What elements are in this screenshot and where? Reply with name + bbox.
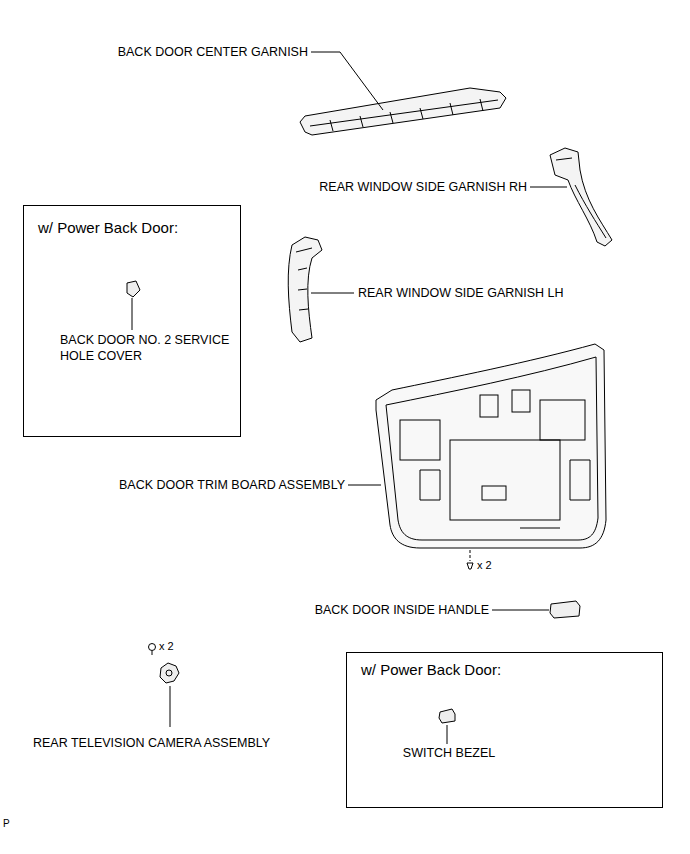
- trim-detail: [482, 486, 506, 500]
- part-name: REAR TELEVISION CAMERA ASSEMBLY: [33, 736, 270, 751]
- option-heading: w/ Power Back Door:: [361, 661, 501, 680]
- figure-code: P: [3, 818, 10, 830]
- leader-line: [470, 550, 471, 561]
- option-heading: w/ Power Back Door:: [38, 219, 178, 238]
- garnish-detail: [296, 248, 312, 310]
- switch-bezel: [439, 709, 455, 723]
- clip-symbol: [467, 563, 473, 569]
- camera-lens: [166, 670, 172, 676]
- part-name: BACK DOOR CENTER GARNISH: [118, 45, 308, 60]
- screw-symbol: [149, 644, 156, 656]
- part-name: REAR WINDOW SIDE GARNISH RH: [319, 180, 527, 195]
- trim-detail: [512, 390, 530, 412]
- quantity: x 2: [477, 559, 492, 572]
- trim-detail: [420, 460, 590, 528]
- trim-detail: [386, 357, 598, 540]
- part-name: BACK DOOR NO. 2 SERVICE HOLE COVER: [60, 333, 230, 364]
- garnish-detail: [310, 99, 498, 131]
- trim-detail: [480, 395, 498, 417]
- leader-line: [311, 293, 354, 294]
- leader-line: [132, 298, 133, 330]
- lh-garnish: [288, 237, 322, 342]
- option-box: w/ Power Back Door: SWITCH BEZEL: [346, 652, 663, 808]
- leader-line: [170, 686, 171, 727]
- trim-detail: [450, 440, 560, 520]
- trim-detail: [400, 420, 440, 460]
- leader-line: [492, 610, 549, 611]
- rh-garnish: [550, 148, 612, 246]
- inside-handle: [550, 601, 580, 618]
- service-hole-cover: [127, 281, 140, 297]
- quantity: x 2: [159, 640, 174, 653]
- trim-board: [376, 344, 606, 548]
- leader-line: [447, 725, 448, 744]
- part-name: BACK DOOR TRIM BOARD ASSEMBLY: [119, 478, 345, 493]
- trim-detail: [540, 400, 585, 440]
- part-name: BACK DOOR INSIDE HANDLE: [315, 603, 489, 618]
- center-garnish: [300, 88, 506, 135]
- part-name: REAR WINDOW SIDE GARNISH LH: [358, 286, 564, 301]
- option-box: w/ Power Back Door: BACK DOOR NO. 2 SERVI…: [23, 205, 241, 437]
- leader-line: [311, 52, 383, 110]
- leader-line: [348, 485, 381, 486]
- camera: [160, 663, 179, 683]
- part-name: SWITCH BEZEL: [393, 746, 505, 762]
- leader-line: [530, 187, 567, 188]
- garnish-detail: [556, 158, 606, 238]
